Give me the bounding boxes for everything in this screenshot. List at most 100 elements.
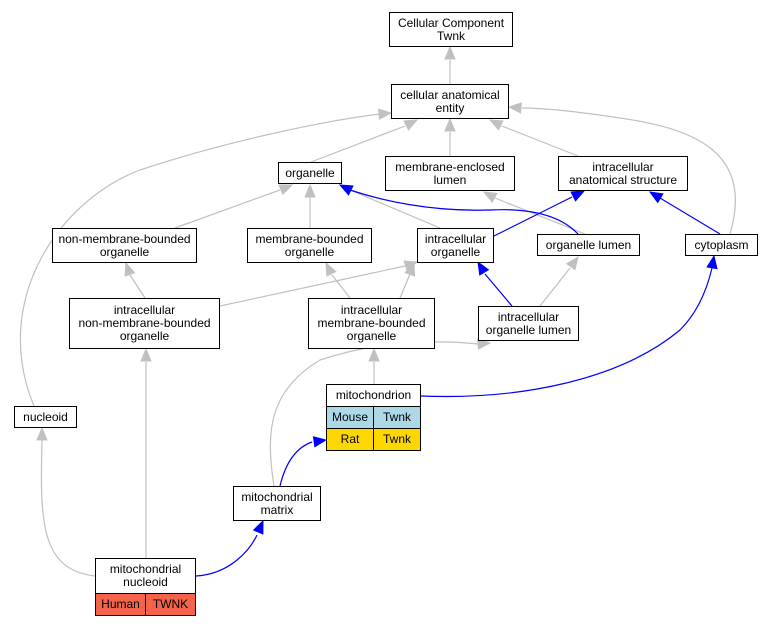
edge-iol-to-io-arrowhead <box>477 260 490 276</box>
species-row-rat: Rat Twnk <box>327 428 420 450</box>
node-membrane-enclosed-lumen[interactable]: membrane-enclosed lumen <box>385 156 515 191</box>
edge-imbo-to-io <box>399 273 411 299</box>
node-label-line: entity <box>435 100 465 115</box>
node-label-line: mitochondrion <box>335 388 412 402</box>
edge-mn-to-mm-arrowhead <box>252 519 264 535</box>
edge-organelle-to-cae-arrowhead <box>403 119 419 131</box>
node-label-line: organelle lumen <box>545 237 632 252</box>
node-label-line: organelle <box>285 165 335 180</box>
edge-nucleoid-to-cae <box>19 113 381 407</box>
edge-mn-to-inmbo-arrowhead <box>140 347 152 362</box>
species-cell: Human <box>96 594 145 615</box>
edge-cyto-to-cae <box>521 107 736 235</box>
edge-mn-to-nucleoid-arrowhead <box>36 426 48 441</box>
node-nucleoid[interactable]: nucleoid <box>14 406 77 428</box>
gene-cell: TWNK <box>145 594 195 615</box>
node-label-line: non-membrane-bounded <box>58 231 191 246</box>
edge-ol-to-mel-arrowhead <box>482 191 498 204</box>
node-label-line: organelle <box>99 244 150 259</box>
edge-imbo-to-mbo <box>331 274 351 299</box>
node-label-line: anatomical structure <box>568 172 678 187</box>
node-label-line: Cellular Component <box>397 15 505 30</box>
edge-cae-to-root-arrowhead <box>444 45 456 60</box>
species-row-mouse: Mouse Twnk <box>327 406 420 428</box>
node-label-line: lumen <box>433 172 467 187</box>
node-intracellular-membrane-bounded-organelle[interactable]: intracellular membrane-bounded organelle <box>308 298 435 349</box>
edge-imbo-to-io-arrowhead <box>404 261 416 277</box>
node-label-line: organelle <box>430 244 481 259</box>
species-cell: Rat <box>327 429 373 450</box>
species-row-human: Human TWNK <box>96 593 195 615</box>
node-label-line: nucleoid <box>23 409 68 424</box>
node-label-line: intracellular <box>340 303 403 317</box>
node-membrane-bounded-organelle[interactable]: membrane-bounded organelle <box>247 228 372 263</box>
edge-io-to-ias <box>493 196 573 237</box>
edge-imbo-to-mbo-arrowhead <box>325 261 337 277</box>
edge-nmbo-to-organelle <box>174 189 281 229</box>
node-label-line: nucleoid <box>123 575 168 589</box>
edge-mm-to-mito <box>279 441 313 487</box>
edge-ol-to-organelle-arrowhead <box>338 184 354 196</box>
edge-mito-to-imbo-arrowhead <box>368 347 380 362</box>
edge-mm-to-mito-arrowhead <box>312 436 328 448</box>
node-label-line: intracellular <box>497 309 560 324</box>
edge-ias-to-cae <box>501 125 579 157</box>
edge-nmbo-to-organelle-arrowhead <box>278 184 294 196</box>
edge-ol-to-organelle <box>349 189 579 235</box>
gene-cell: Twnk <box>373 429 420 450</box>
edge-inmbo-to-io <box>219 265 406 307</box>
node-label-line: intracellular <box>113 303 176 317</box>
node-mitochondrion[interactable]: mitochondrion Mouse Twnk Rat Twnk <box>326 384 421 451</box>
edge-mm-to-iol <box>269 341 479 487</box>
edge-mito-to-cyto-arrowhead <box>706 254 718 270</box>
gene-cell: Twnk <box>373 407 420 428</box>
node-label-line: organelle <box>284 244 335 259</box>
edge-inmbo-to-nmbo-arrowhead <box>124 261 136 277</box>
edge-ol-to-mel <box>494 197 586 235</box>
node-label-line: cellular anatomical <box>400 87 500 102</box>
edge-io-to-organelle <box>342 186 441 229</box>
edge-mn-to-mm <box>195 534 258 577</box>
edge-mito-to-cyto <box>420 267 713 398</box>
edge-organelle-to-cae <box>310 125 406 163</box>
node-label-line: organelle lumen <box>485 322 572 337</box>
node-label-line: mitochondrial <box>109 562 182 576</box>
edge-cyto-to-cae-arrowhead <box>507 102 522 114</box>
node-organelle[interactable]: organelle <box>278 162 342 184</box>
node-non-membrane-bounded-organelle[interactable]: non-membrane-bounded organelle <box>52 228 197 263</box>
node-intracellular-organelle-lumen[interactable]: intracellular organelle lumen <box>478 306 579 341</box>
node-label-line: intracellular <box>424 231 487 246</box>
edge-io-to-ias-arrowhead <box>570 190 586 202</box>
edge-mbo-to-organelle-arrowhead <box>304 183 316 198</box>
edge-mn-to-nucleoid <box>40 439 96 577</box>
edge-cyto-to-ias <box>659 197 721 235</box>
node-label-line: membrane-bounded <box>255 231 364 246</box>
node-label-line: membrane-bounded <box>317 316 426 330</box>
node-label-line: cytoplasm <box>694 237 749 252</box>
node-cytoplasm[interactable]: cytoplasm <box>685 234 758 256</box>
node-label-line: matrix <box>260 502 294 517</box>
node-label-line: membrane-enclosed <box>395 159 505 174</box>
edge-nucleoid-to-cae-arrowhead <box>378 108 393 120</box>
edge-iol-to-ol-arrowhead <box>565 255 579 271</box>
node-mitochondrial-nucleoid[interactable]: mitochondrial nucleoid Human TWNK <box>95 558 196 616</box>
node-intracellular-organelle[interactable]: intracellular organelle <box>417 228 494 263</box>
node-intracellular-non-membrane-bounded-organelle[interactable]: intracellular non-membrane-bounded organ… <box>69 298 220 349</box>
node-cellular-component-twnk[interactable]: Cellular Component Twnk <box>389 12 513 47</box>
node-intracellular-anatomical-structure[interactable]: intracellular anatomical structure <box>558 156 688 191</box>
edge-mm-to-iol-arrowhead <box>477 338 492 350</box>
node-label-line: mitochondrial <box>241 489 313 504</box>
node-label-line: intracellular <box>592 159 654 174</box>
edge-inmbo-to-nmbo <box>129 274 146 299</box>
node-organelle-lumen[interactable]: organelle lumen <box>537 234 640 256</box>
node-mitochondrial-matrix[interactable]: mitochondrial matrix <box>233 486 321 521</box>
node-label-line: non-membrane-bounded <box>78 316 211 330</box>
node-label-line: organelle <box>346 329 397 343</box>
node-cellular-anatomical-entity[interactable]: cellular anatomical entity <box>391 84 509 119</box>
edge-cyto-to-ias-arrowhead <box>648 191 664 204</box>
edge-iol-to-io <box>484 273 513 307</box>
species-cell: Mouse <box>327 407 373 428</box>
edge-iol-to-ol <box>539 267 571 307</box>
edge-mel-to-cae-arrowhead <box>444 117 456 132</box>
